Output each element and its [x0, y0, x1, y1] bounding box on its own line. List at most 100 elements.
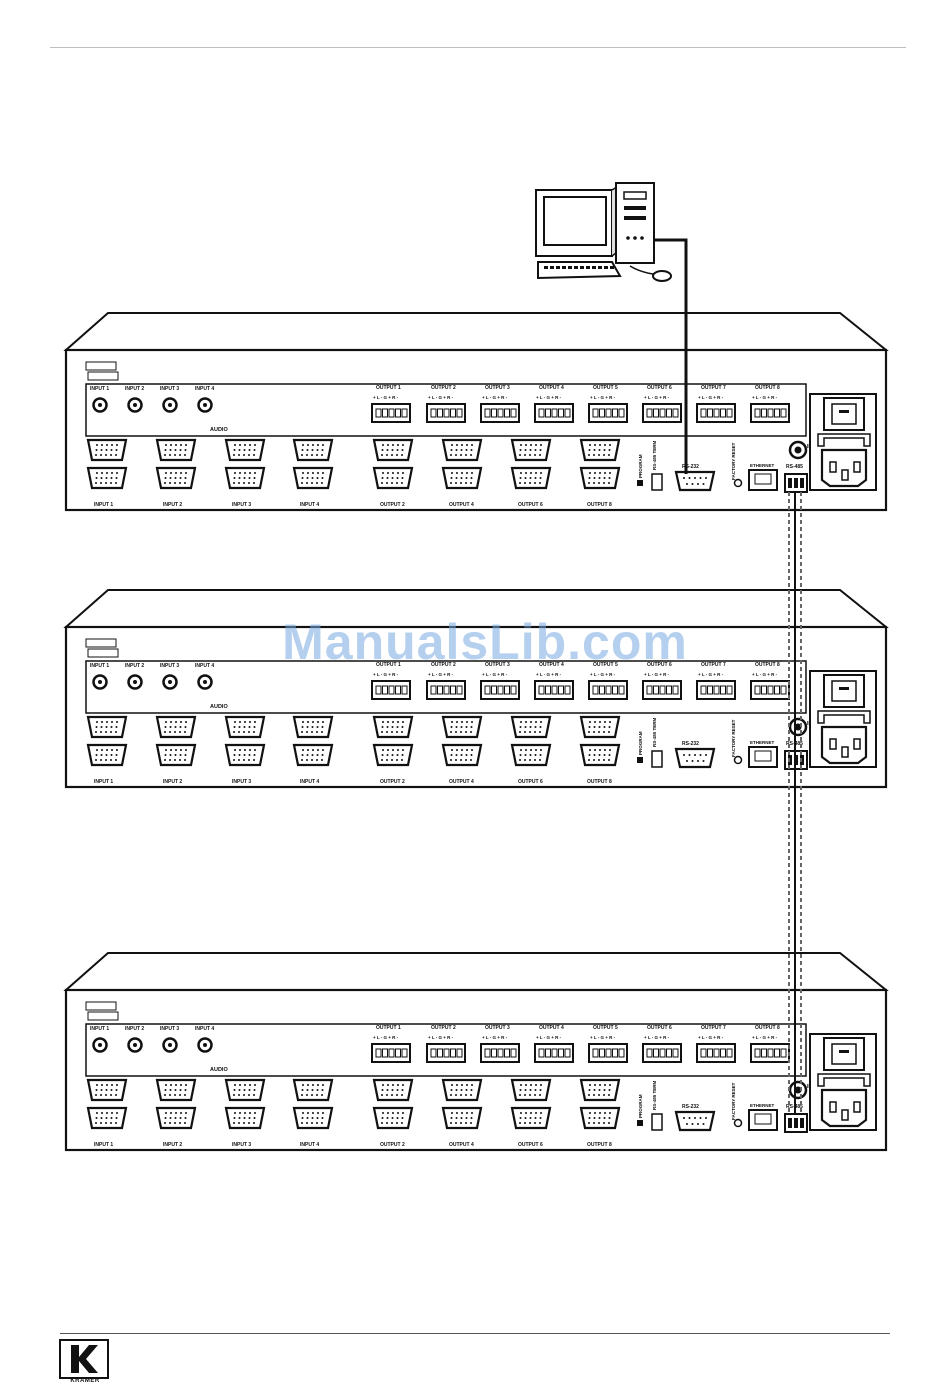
vga-label: OUTPUT 6: [518, 502, 543, 508]
vga-pin: [519, 726, 522, 728]
vga-pin: [599, 1112, 601, 1114]
vga-pin: [529, 1094, 531, 1096]
terminal-pin: [659, 685, 666, 695]
vga-pin: [105, 1089, 108, 1091]
vga-pin: [520, 749, 522, 751]
vga-pin: [321, 482, 323, 484]
audio-output-label: OUTPUT 4: [539, 662, 564, 668]
terminal-pin: [430, 1048, 437, 1058]
audio-label: AUDIO: [210, 704, 228, 710]
vga-pin: [233, 1117, 236, 1119]
vga-pin: [609, 1112, 611, 1114]
drive-bay: [623, 191, 647, 200]
vga-pin: [239, 1084, 241, 1086]
vga-pin: [520, 1084, 522, 1086]
vga-pin: [530, 1112, 532, 1114]
vga-pin: [534, 754, 537, 756]
vga-label: INPUT 1: [94, 779, 113, 785]
vga-pin: [311, 477, 314, 479]
vga-pin: [381, 731, 383, 733]
vga-pin: [238, 477, 241, 479]
vga-pin: [530, 444, 532, 446]
terminal-pin: [382, 408, 388, 418]
vga-pin: [382, 1112, 384, 1114]
vga-pin: [105, 482, 107, 484]
vga-pin: [244, 472, 246, 474]
vga-pin: [106, 1084, 108, 1086]
vga-pin: [392, 1112, 394, 1114]
terminal-pin: [558, 1048, 564, 1058]
vga-pin: [179, 482, 181, 484]
terminal-pin: [504, 1048, 510, 1058]
vga-pin: [456, 1112, 458, 1114]
vga-pin: [101, 721, 103, 723]
vga-pin: [396, 1089, 399, 1091]
vga-pin: [174, 1122, 176, 1124]
vga-pin: [386, 726, 389, 728]
vga-pin: [381, 1094, 383, 1096]
vga-pin: [169, 731, 171, 733]
audio-output-label: OUTPUT 6: [647, 385, 672, 391]
vga-pin: [115, 477, 118, 479]
vga-pin: [165, 749, 167, 751]
vga-pin: [100, 726, 103, 728]
vga-pin: [470, 1122, 472, 1124]
vga-pin: [588, 759, 590, 761]
vga-pin: [539, 454, 541, 456]
vga-pin: [175, 749, 177, 751]
keyboard-key: [580, 266, 584, 269]
terminal-pin-labels: + L - G + R -: [373, 672, 399, 677]
rs232-pin: [686, 483, 688, 485]
audio-output-label: OUTPUT 7: [701, 662, 726, 668]
vga-pin: [594, 444, 596, 446]
vga-pin: [387, 472, 389, 474]
vga-pin: [604, 472, 606, 474]
vga-pin: [520, 1112, 522, 1114]
vga-pin: [243, 454, 245, 456]
vga-pin: [381, 477, 384, 479]
keyboard-key: [598, 266, 602, 269]
vga-pin: [174, 482, 176, 484]
vga-pin: [306, 1117, 309, 1119]
terminal-pin: [491, 408, 497, 418]
vga-pin: [95, 1094, 97, 1096]
vga-pin: [174, 759, 176, 761]
audio-input-label: INPUT 4: [195, 663, 214, 669]
vga-pin: [185, 1084, 187, 1086]
vga-pin: [243, 1089, 246, 1091]
vga-pin: [111, 444, 113, 446]
vga-pin: [233, 731, 235, 733]
terminal-pin: [612, 685, 618, 695]
power-inlet-pin: [853, 461, 861, 473]
vga-pin: [520, 721, 522, 723]
vga-pin: [307, 721, 309, 723]
vga-pin: [174, 731, 176, 733]
vga-pin: [402, 749, 404, 751]
vga-pin: [170, 749, 172, 751]
terminal-pin-labels: + L - G + R -: [752, 672, 778, 677]
vga-pin: [175, 1084, 177, 1086]
terminal-pin-labels: + L - G + R -: [536, 672, 562, 677]
vga-pin: [608, 1122, 610, 1124]
rs232-pin: [705, 1117, 707, 1119]
vga-pin: [524, 482, 526, 484]
vga-pin: [179, 1089, 182, 1091]
vga-pin: [234, 749, 236, 751]
rs485-term-label: RS-485 TERM: [652, 440, 657, 470]
vga-pin: [105, 449, 108, 451]
vga-pin: [470, 759, 472, 761]
vga-pin: [608, 726, 611, 728]
rs232-pin: [683, 477, 685, 479]
ethernet-label: ETHERNET: [750, 463, 775, 468]
vga-pin: [397, 472, 399, 474]
vga-pin: [391, 482, 393, 484]
vga-pin: [243, 482, 245, 484]
vga-pin: [249, 721, 251, 723]
vga-pin: [238, 731, 240, 733]
vga-pin: [387, 444, 389, 446]
vga-pin: [397, 749, 399, 751]
rs485-term-label: RS-485 TERM: [652, 1080, 657, 1110]
tower-led: [626, 236, 630, 240]
vga-pin: [307, 749, 309, 751]
